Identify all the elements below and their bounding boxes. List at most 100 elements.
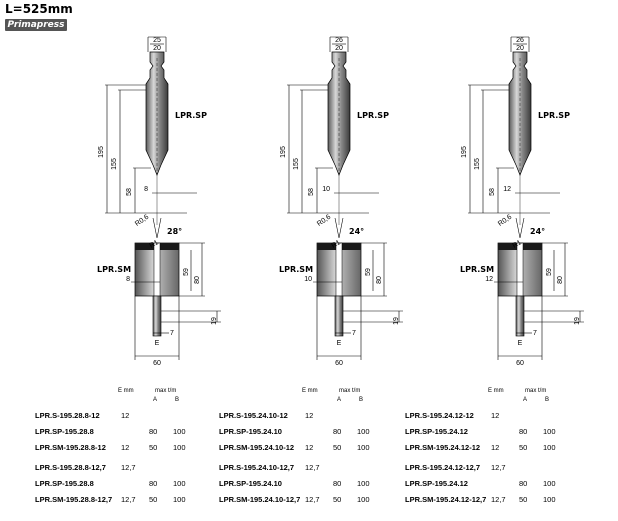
e-value: 12: [305, 411, 314, 420]
tool-code: LPR.S-195.28.8-12: [35, 411, 100, 420]
tool-code: LPR.SP-195.24.12: [405, 479, 468, 488]
table-header-b: B: [175, 397, 180, 403]
e-value: 12,7: [121, 463, 136, 472]
e-value: 12,7: [491, 463, 506, 472]
tool-code: LPR.SP-195.28.8: [35, 479, 94, 488]
a-value: 80: [519, 427, 528, 436]
tool-code: LPR.S-195.24.12-12,7: [405, 463, 481, 472]
tool-code: LPR.S-195.24.10-12,7: [219, 463, 295, 472]
dim-radius-value: R0,6: [316, 214, 332, 228]
dim-die-radius-value: R1: [149, 239, 160, 250]
b-value: 100: [357, 443, 370, 452]
dim-die-h2-value: 80: [376, 276, 383, 284]
a-value: 50: [519, 495, 528, 504]
punch-label: LPR.SP: [538, 111, 570, 120]
dim-die-total-w-value: 60: [335, 360, 343, 367]
angle-lines: [152, 217, 162, 239]
dim-base-h-value: 19: [211, 317, 218, 325]
page-title-length: L=525mm: [5, 2, 73, 16]
die-label: LPR.SM: [279, 265, 313, 274]
dim-low-height-value: 58: [126, 188, 133, 196]
b-value: 100: [357, 427, 370, 436]
dim-base-w-value: 7: [352, 330, 356, 337]
e-value: 12,7: [305, 463, 320, 472]
dim-die-total-w-value: 60: [153, 360, 161, 367]
die-slot: [153, 242, 161, 297]
dim-total-height-value: 195: [280, 146, 287, 158]
dim-die-radius-value: R1: [331, 239, 342, 250]
dim-mid-height-value: 155: [293, 158, 300, 170]
dim-low-height-value: 58: [308, 188, 315, 196]
dim-die-slot-value: 8: [126, 276, 130, 283]
dim-die-slot-value: 12: [485, 276, 493, 283]
die-label: LPR.SM: [460, 265, 494, 274]
dim-base-e-value: E: [518, 340, 523, 347]
table-header-e: E mm: [488, 388, 504, 394]
dim-angle-value: 24°: [530, 227, 545, 236]
die-label: LPR.SM: [97, 265, 131, 274]
table-row: LPR.S-195.24.10-12,7 12,7: [219, 463, 394, 473]
a-value: 80: [149, 427, 158, 436]
b-value: 100: [357, 495, 370, 504]
die-slot: [335, 242, 343, 297]
b-value: 100: [543, 443, 556, 452]
tool-code: LPR.SP-195.24.12: [405, 427, 468, 436]
dim-base-w-value: 7: [170, 330, 174, 337]
a-value: 50: [149, 443, 158, 452]
b-value: 100: [543, 479, 556, 488]
dim-total-height-value: 195: [98, 146, 105, 158]
die-slot: [516, 242, 524, 297]
tool-code: LPR.S-195.24.10-12: [219, 411, 288, 420]
a-value: 50: [519, 443, 528, 452]
dim-base-e-value: E: [155, 340, 160, 347]
e-value: 12,7: [305, 495, 320, 504]
dim-total-height-value: 195: [461, 146, 468, 158]
b-value: 100: [173, 443, 186, 452]
e-value: 12: [491, 443, 500, 452]
die-tang: [515, 295, 525, 337]
dim-die-h1-value: 59: [183, 268, 190, 276]
dim-die-slot-value: 10: [304, 276, 312, 283]
dim-base-e-value: E: [337, 340, 342, 347]
dim-angle-value: 24°: [349, 227, 364, 236]
b-value: 100: [543, 495, 556, 504]
dim-top-width-value: 26: [335, 37, 343, 44]
dim-die-h2-value: 80: [194, 276, 201, 284]
die-tang: [152, 295, 162, 337]
a-value: 50: [149, 495, 158, 504]
tool-code: LPR.SM-195.24.10-12: [219, 443, 295, 452]
angle-lines: [515, 217, 525, 239]
dim-top-width-value: 25: [153, 37, 161, 44]
a-value: 80: [149, 479, 158, 488]
dim-base-h-value: 19: [574, 317, 581, 325]
dim-top-width-value: 26: [516, 37, 524, 44]
table-header-b: B: [359, 397, 364, 403]
table-header-max: max t/m: [155, 388, 177, 394]
dim-inner-width-value: 20: [516, 45, 524, 52]
table-row: LPR.S-195.24.10-12 12: [219, 411, 394, 421]
dim-tip-width-value: 8: [144, 186, 148, 193]
tool-code: LPR.SP-195.24.10: [219, 427, 282, 436]
dim-inner-width-value: 20: [335, 45, 343, 52]
a-value: 50: [333, 443, 342, 452]
dim-radius-value: R0,6: [134, 214, 150, 228]
table-header-max: max t/m: [339, 388, 361, 394]
table-header-a: A: [337, 397, 342, 403]
tool-code: LPR.SP-195.28.8: [35, 427, 94, 436]
e-value: 12,7: [121, 495, 136, 504]
a-value: 80: [333, 479, 342, 488]
